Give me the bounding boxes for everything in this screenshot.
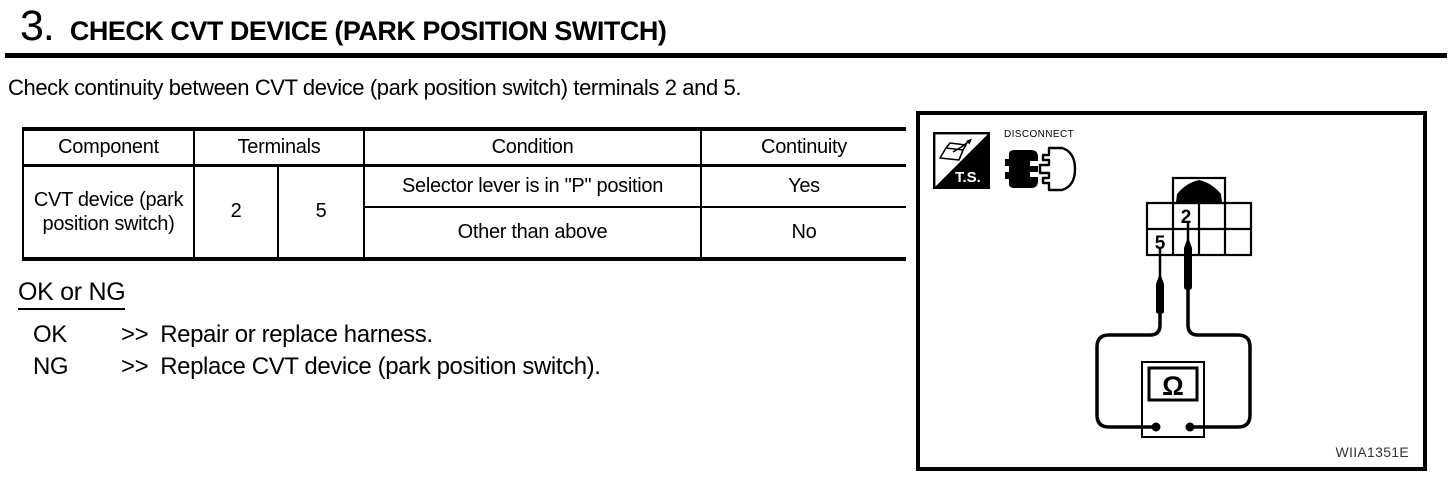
probe-arrow-icon <box>966 138 972 145</box>
figure-box: T.S. DISCONNECT Ω <box>916 111 1427 471</box>
cell-condition-1: Selector lever is in "P" position <box>364 165 703 208</box>
disconnect-label: DISCONNECT <box>1004 129 1075 140</box>
terminal-2-label: 2 <box>1181 207 1192 228</box>
cell-terminal-5: 5 <box>278 165 366 259</box>
result-action: Repair or replace harness. <box>160 321 433 348</box>
result-heading: OK or NG <box>18 278 126 310</box>
instruction-text: Check continuity between CVT device (par… <box>8 75 742 100</box>
tester-sketch <box>939 141 969 161</box>
probe-terminal-2 <box>1184 223 1192 290</box>
probe-terminal-5 <box>1156 247 1164 314</box>
test-leads <box>1095 287 1252 429</box>
result-item-ng: NG >> Replace CVT device (park position … <box>18 353 601 385</box>
result-item-ok: OK >> Repair or replace harness. <box>18 321 601 353</box>
ts-label: T.S. <box>955 169 981 186</box>
figure-code: WIIA1351E <box>1335 444 1409 460</box>
step-number: 3. <box>20 2 55 50</box>
header-rule <box>5 53 1447 58</box>
result-label: OK <box>33 321 67 348</box>
header-continuity: Continuity <box>701 129 907 167</box>
result-label: NG <box>33 353 69 380</box>
result-items: OK >> Repair or replace harness. NG >> R… <box>18 321 601 385</box>
ts-tester-icon: T.S. <box>933 132 990 189</box>
cell-component: CVT device (park position switch) <box>23 165 195 259</box>
result-action: Replace CVT device (park position switch… <box>160 353 601 380</box>
meter-terminal-dot <box>1151 422 1161 432</box>
header-component: Component <box>23 129 195 167</box>
omega-symbol: Ω <box>1162 371 1184 401</box>
result-block: OK or NG OK >> Repair or replace harness… <box>18 278 601 385</box>
cell-terminal-2: 2 <box>194 165 279 259</box>
cell-continuity-1: Yes <box>701 165 907 208</box>
cell-condition-2: Other than above <box>364 207 703 259</box>
step-header: 3. CHECK CVT DEVICE (PARK POSITION SWITC… <box>20 2 667 51</box>
terminal-5-label: 5 <box>1155 233 1166 254</box>
cell-continuity-2: No <box>791 221 817 243</box>
header-condition: Condition <box>364 129 703 167</box>
table-row: Other than above No <box>23 207 906 259</box>
continuity-test-diagram: Ω <box>1095 176 1253 438</box>
step-title: CHECK CVT DEVICE (PARK POSITION SWITCH) <box>69 16 667 46</box>
connector-key-arrow-icon <box>1176 180 1222 202</box>
table-row: CVT device (park position switch) 2 5 Se… <box>23 165 907 259</box>
header-terminals: Terminals <box>194 129 366 167</box>
meter-terminal-dot <box>1185 422 1195 432</box>
continuity-table: Component Terminals Condition Continuity… <box>22 127 907 261</box>
result-arrow-icon: >> <box>121 321 149 348</box>
result-arrow-icon: >> <box>121 353 149 380</box>
disconnect-connector-icon <box>1005 146 1077 192</box>
table-header-row: Component Terminals Condition Continuity <box>23 129 907 167</box>
